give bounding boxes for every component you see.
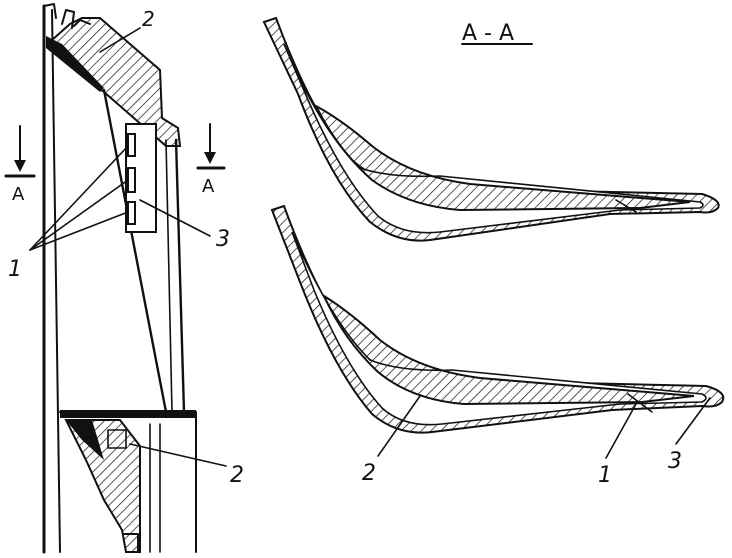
top-tab-edge [43,3,57,19]
blade-elevation [4,3,227,554]
section-profiles [262,16,725,459]
profile-bottom-slot [627,393,653,413]
section-mark-right: A [202,176,215,197]
callout-bottom-left-2: 2 [230,463,244,488]
profile-bottom-insert [321,293,695,406]
callout-profile-3: 3 [668,449,682,474]
leader-profile-1 [605,403,637,459]
profile-top-slot [615,199,637,213]
callout-left-1: 1 [8,257,22,282]
section-arrow-right [196,123,226,170]
leader-profile-2 [377,395,421,457]
top-tab-notch [73,19,91,27]
root-tab [123,533,139,553]
callout-profile-2: 2 [362,461,376,486]
profile-bottom [270,204,725,434]
root-seal [66,420,104,460]
callout-top-left-2: 2 [142,7,155,31]
root-pocket [107,429,127,449]
top-tab-left [61,9,75,29]
leader-top-2 [99,27,141,53]
root-section [64,419,141,553]
slot-3 [127,201,136,225]
blade-inner-line-left [51,9,61,553]
top-shroud-seal [46,36,104,92]
leader-1-c [29,211,129,251]
slot-2 [127,167,136,193]
section-arrow-left [4,125,36,178]
leader-profile-3 [675,397,711,445]
leader-1-b [29,179,129,251]
leader-1-a [29,145,129,251]
leader-bottom-2 [129,443,227,467]
callout-profile-1: 1 [598,463,612,488]
blade-right-edge [174,138,186,414]
slot-1 [127,133,136,157]
top-shroud [50,17,182,147]
section-title: A - A [462,21,514,46]
leader-3 [139,199,211,237]
blade-right-inner [165,139,173,413]
profile-top-insert [313,103,691,212]
section-mark-left: A [12,184,25,205]
blade-mid-line [102,88,168,414]
callout-left-3: 3 [216,227,230,252]
platform-top [60,410,196,418]
profile-top [262,16,720,242]
